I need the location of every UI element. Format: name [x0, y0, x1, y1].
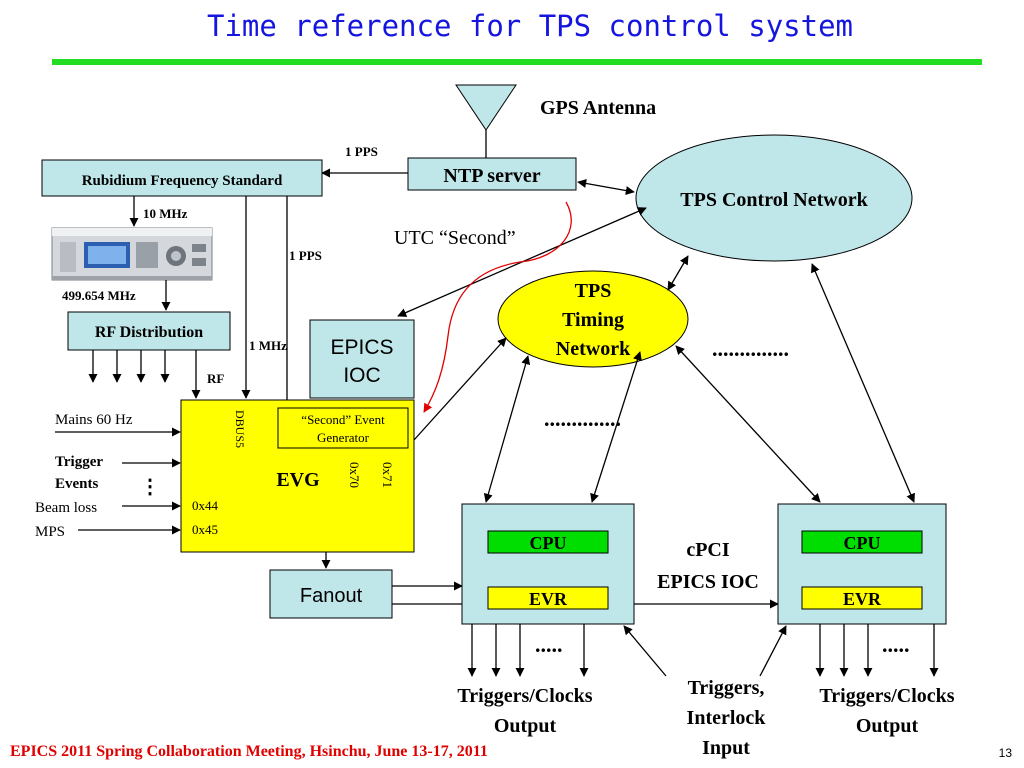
dots-small-right: .....	[882, 632, 910, 657]
dots-small-left: .....	[535, 632, 563, 657]
dots-right: ..............	[712, 336, 789, 361]
rubidium-label: Rubidium Frequency Standard	[82, 173, 283, 189]
dbus5-label: DBUS5	[233, 410, 247, 448]
mps-label: MPS	[35, 524, 65, 540]
1mhz-label: 1 MHz	[249, 338, 287, 353]
499mhz-label: 499.654 MHz	[62, 288, 136, 303]
utc-second-path	[423, 201, 572, 413]
cpu-box-right	[801, 530, 923, 554]
signal-generator-icon	[51, 227, 213, 281]
trig-clk-left-2: Output	[494, 715, 557, 737]
code-0x70-label: 0x70	[347, 462, 362, 488]
ntp-server-label: NTP server	[443, 165, 540, 187]
rf-distribution-box	[67, 311, 231, 351]
pps-mid-label: 1 PPS	[289, 248, 322, 263]
tps-control-network	[635, 134, 913, 262]
tps-timing-label-2: Timing	[562, 309, 624, 331]
trig-int-1: Triggers,	[688, 677, 765, 699]
utc-second-label: UTC “Second”	[394, 227, 516, 249]
footer-text: EPICS 2011 Spring Collaboration Meeting,…	[10, 743, 488, 760]
code-0x71-label: 0x71	[380, 462, 395, 488]
trigger-events-label-1: Trigger	[55, 454, 103, 470]
vertical-dots: ⋮	[140, 476, 160, 498]
beam-loss-label: Beam loss	[35, 500, 97, 516]
epics-ioc-box	[309, 319, 415, 399]
evr-box-right	[801, 586, 923, 610]
trig-clk-right-1: Triggers/Clocks	[819, 685, 954, 707]
title-rule	[52, 59, 982, 65]
tps-timing-label-1: TPS	[575, 280, 612, 302]
page-number: 13	[999, 746, 1013, 760]
gps-antenna-label: GPS Antenna	[540, 97, 656, 119]
rf-label: RF	[207, 371, 224, 386]
trig-int-3: Input	[702, 737, 750, 759]
pps-top-label: 1 PPS	[345, 144, 378, 159]
evr-box-left	[487, 586, 609, 610]
rf-distribution-label: RF Distribution	[95, 324, 203, 341]
dots-mid: ..............	[544, 406, 621, 431]
mains-label: Mains 60 Hz	[55, 412, 133, 428]
cpu-box-left	[487, 530, 609, 554]
cpu-label-left: CPU	[530, 533, 567, 553]
fanout-box	[269, 569, 393, 619]
fanout-label: Fanout	[300, 585, 363, 607]
second-event-label-2: Generator	[317, 430, 370, 445]
second-event-label-1: “Second” Event	[301, 412, 385, 427]
trig-clk-right-2: Output	[856, 715, 919, 737]
evr-label-left: EVR	[529, 589, 568, 609]
cpci-label-2: EPICS IOC	[657, 571, 759, 593]
tps-control-network-label: TPS Control Network	[680, 189, 868, 211]
trig-clk-left-1: Triggers/Clocks	[457, 685, 592, 707]
second-event-generator-box	[277, 407, 409, 449]
10mhz-label: 10 MHz	[143, 206, 188, 221]
slide-title: Time reference for TPS control system	[207, 9, 853, 43]
tps-timing-label-3: Network	[556, 338, 631, 360]
gps-antenna-icon	[455, 84, 517, 131]
trigger-events-label-2: Events	[55, 476, 99, 492]
code-0x44-label: 0x44	[192, 498, 219, 513]
code-0x45-label: 0x45	[192, 522, 218, 537]
ntp-server-box	[407, 157, 577, 191]
cpu-label-right: CPU	[844, 533, 881, 553]
epics-ioc-label-2: IOC	[343, 364, 380, 387]
evg-label: EVG	[276, 469, 320, 491]
epics-ioc-label-1: EPICS	[330, 336, 393, 359]
rubidium-box	[41, 159, 323, 197]
evr-label-right: EVR	[843, 589, 882, 609]
cpci-label-1: cPCI	[686, 539, 730, 561]
trig-int-2: Interlock	[687, 707, 767, 729]
